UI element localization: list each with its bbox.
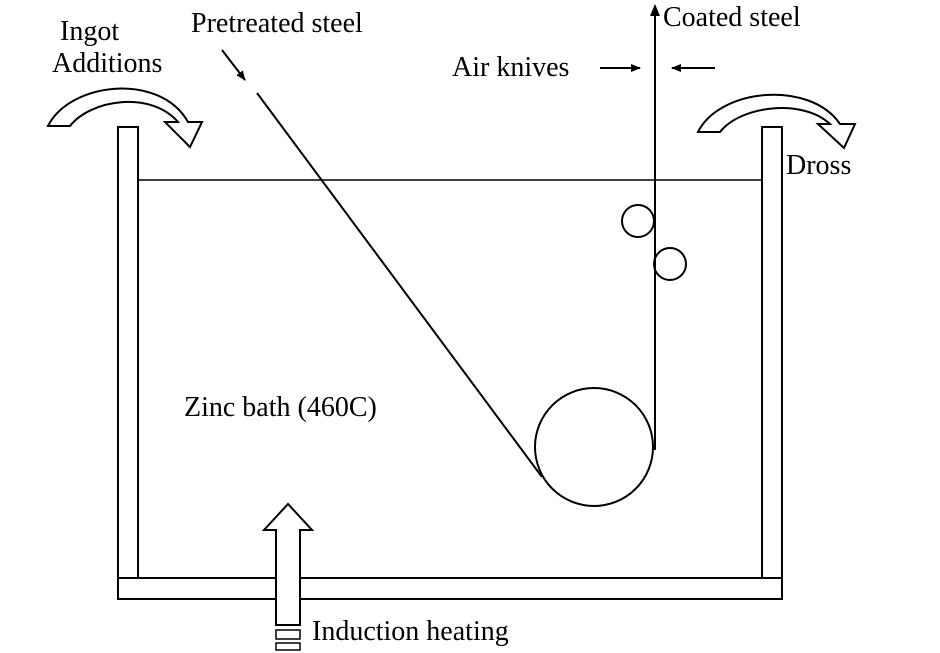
pretreated-arrow — [221, 49, 246, 81]
pretreated-steel-label: Pretreated steel — [191, 8, 363, 39]
stabilizer-roll-2 — [653, 247, 687, 281]
air-knives-label: Air knives — [452, 52, 569, 83]
tank-right-wall — [761, 126, 783, 581]
coated-steel-label: Coated steel — [663, 2, 801, 33]
sink-roll — [534, 387, 654, 507]
tank-left-wall — [117, 126, 139, 581]
ingot-label-line1: Ingot — [60, 16, 119, 47]
dross-removal-arrow — [696, 93, 857, 150]
induction-coil-2 — [275, 642, 301, 651]
tank-bottom — [117, 577, 783, 600]
dross-label: Dross — [786, 150, 851, 181]
induction-coil-1 — [275, 629, 301, 640]
induction-heating-arrow — [261, 502, 315, 626]
pretreated-steel-strip — [256, 92, 543, 478]
coated-arrow-head — [650, 4, 660, 16]
zinc-bath-label: Zinc bath (460C) — [184, 392, 377, 423]
induction-heating-label: Induction heating — [312, 616, 509, 647]
stabilizer-roll-1 — [621, 204, 655, 238]
ingot-addition-arrow — [46, 87, 204, 149]
ingot-label-line2: Additions — [52, 48, 162, 79]
